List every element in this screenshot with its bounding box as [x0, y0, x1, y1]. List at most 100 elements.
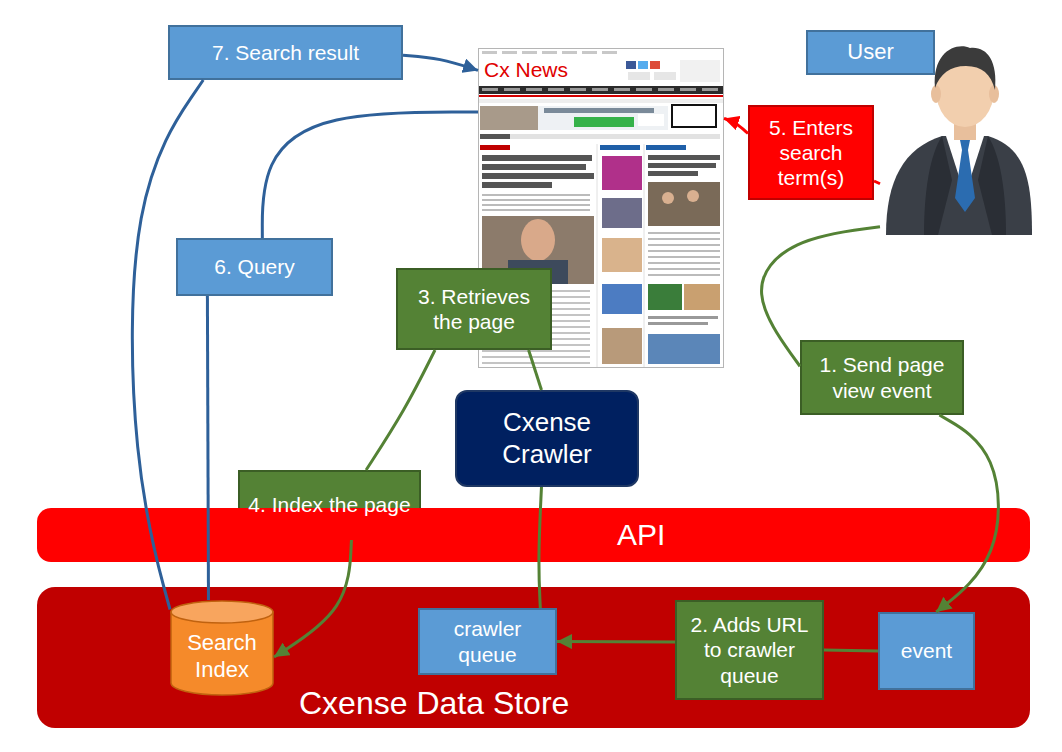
page-detail [636, 88, 652, 91]
news-photo [521, 219, 555, 261]
queue-box: crawler queue [418, 608, 557, 675]
page-detail [562, 51, 577, 54]
flow-connector [936, 415, 998, 612]
page-detail [646, 145, 686, 150]
column-rule [644, 144, 645, 368]
page-detail [522, 51, 537, 54]
flow-connector [724, 118, 748, 133]
page-detail [482, 199, 590, 201]
step-box: 5. Enters search term(s) [748, 105, 874, 200]
page-detail [582, 51, 597, 54]
ad-banner [480, 106, 668, 130]
flow-connector [874, 181, 880, 184]
flow-connector [274, 540, 351, 657]
page-detail [602, 51, 617, 54]
cylinder-top [171, 601, 273, 623]
page-detail [648, 316, 718, 319]
page-detail [648, 238, 720, 240]
user-figure: User [880, 30, 1035, 235]
page-detail [648, 262, 720, 264]
page-detail [502, 51, 517, 54]
page-detail [638, 114, 664, 126]
page-detail [648, 163, 716, 168]
page-detail [482, 356, 590, 358]
page-detail [638, 61, 648, 69]
lapel [924, 136, 952, 235]
flow-connector [557, 640, 675, 644]
page-detail [482, 350, 590, 352]
flow-connector [762, 227, 880, 366]
step-label: 2. Adds URL to crawler queue [685, 612, 814, 688]
step-label: 7. Search result [212, 40, 359, 65]
page-detail [482, 362, 590, 364]
page-detail [526, 88, 542, 91]
flow-connector [539, 487, 542, 608]
step-label: 3. Retrieves the page [406, 284, 542, 334]
page-detail [480, 134, 510, 139]
page-detail [480, 145, 510, 150]
step-box: 6. Query [176, 238, 333, 296]
page-detail [478, 99, 724, 103]
step-label: 4. Index the page [248, 492, 410, 517]
step-label: 1. Send page view event [810, 352, 954, 402]
page-detail [482, 88, 498, 91]
page-detail [628, 72, 650, 80]
suit [886, 136, 1032, 235]
step-box: 3. Retrieves the page [396, 268, 552, 350]
page-detail [482, 164, 586, 170]
column-rule [597, 144, 598, 368]
page-detail [658, 88, 674, 91]
page-detail [648, 268, 720, 270]
page-detail [614, 88, 630, 91]
page-detail [648, 232, 720, 234]
page-detail [482, 155, 592, 161]
step-box: 2. Adds URL to crawler queue [675, 600, 824, 700]
event-box: event [878, 612, 975, 690]
service-label: Cxense Crawler [471, 407, 623, 469]
database-cylinder: Search Index [170, 600, 274, 695]
step-box: 7. Search result [168, 25, 403, 80]
thumbnail [602, 238, 642, 272]
thumbnail [648, 334, 720, 364]
flow-connector [824, 650, 878, 651]
page-detail [482, 173, 594, 179]
tie [955, 140, 975, 212]
page-detail [480, 134, 720, 139]
site-logo: Cx News [484, 57, 568, 82]
lapel [978, 136, 1006, 235]
flow-connector [529, 350, 542, 390]
thumbnail [602, 328, 642, 364]
service-box: Cxense Crawler [455, 390, 639, 487]
page-detail [482, 204, 590, 206]
page-detail [648, 171, 698, 176]
page-detail [680, 60, 720, 82]
page-detail [654, 72, 676, 80]
thumbnail [602, 284, 642, 314]
page-detail [650, 61, 660, 69]
actor-label: User [806, 30, 935, 75]
page-detail [648, 322, 708, 325]
store-label: crawler queue [428, 616, 547, 666]
page-detail [504, 88, 520, 91]
page-detail [482, 182, 552, 188]
page-detail [482, 209, 590, 211]
thumbnail [602, 198, 642, 228]
flow-connector [366, 350, 435, 470]
page-detail [702, 88, 718, 91]
page-detail [544, 108, 654, 113]
search-box [672, 105, 716, 127]
step-box: 1. Send page view event [800, 340, 964, 415]
store-label: Search Index [174, 630, 270, 683]
thumbnail [684, 284, 720, 310]
step-label: 5. Enters search term(s) [756, 115, 866, 191]
data-store-band: Cxense Data StoreSearch Indexcrawler que… [37, 587, 1030, 728]
page-detail [482, 194, 590, 196]
flow-connector [262, 112, 478, 238]
page-detail [478, 95, 724, 97]
flow-connector [403, 55, 478, 70]
page-detail [592, 88, 608, 91]
connector-group [132, 55, 998, 657]
flow-connector [132, 80, 203, 610]
page-detail [648, 155, 720, 160]
